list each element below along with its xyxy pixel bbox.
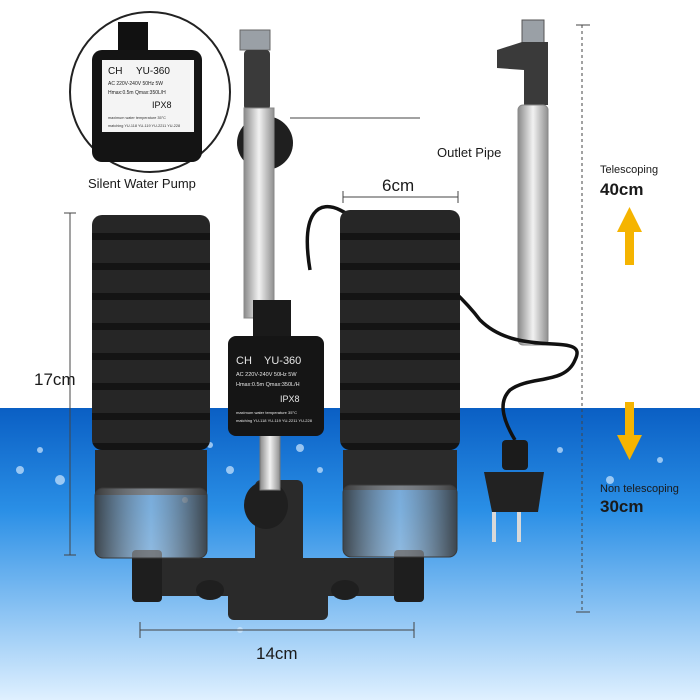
closeup-note-2: matching YU-118 YU-119 YU-2211 YU-228 <box>108 124 180 128</box>
right-sponge <box>340 210 460 558</box>
down-arrow-icon <box>617 402 642 460</box>
closeup-brand: CH <box>108 66 122 77</box>
dimension-lines <box>64 24 590 638</box>
outlet-pipe-loose <box>497 19 549 346</box>
pump-note-1: maximum water temperature 35°C <box>236 410 297 415</box>
closeup-model: YU-360 <box>136 66 170 77</box>
pump-model: YU-360 <box>264 355 301 367</box>
width-top-label: 6cm <box>382 176 415 195</box>
power-cord <box>305 204 579 441</box>
left-sponge <box>92 215 210 559</box>
height-label: 17cm <box>34 370 76 389</box>
pump-spec-1: AC 220V-240V 50Hz 5W <box>236 372 297 378</box>
pump-brand: CH <box>236 355 252 367</box>
closeup-spec-1: AC 220V-240V 50Hz 5W <box>108 81 163 87</box>
width-bottom-label: 14cm <box>256 644 298 663</box>
closeup-note-1: maximum water temperature 35°C <box>108 116 166 120</box>
pump-closeup-circle: CH YU-360 AC 220V-240V 50Hz 5W Hmax:0.5m… <box>69 11 231 173</box>
non-telescoping-label: Non telescoping <box>600 483 679 495</box>
up-arrow-icon <box>617 207 642 265</box>
pump-note-2: matching YU-118 YU-119 YU-2211 YU-228 <box>236 418 313 423</box>
closeup-rating: IPX8 <box>152 100 172 110</box>
telescoping-value: 40cm <box>600 180 644 199</box>
power-plug <box>484 440 544 542</box>
water-pump: CH YU-360 AC 220V-240V 50Hz 5W Hmax:0.5m… <box>228 300 324 436</box>
closeup-spec-2: Hmax:0.5m Qmax:350L/H <box>108 90 166 96</box>
lift-tube <box>239 29 281 491</box>
pump-callout-label: Silent Water Pump <box>88 176 196 191</box>
non-telescoping-value: 30cm <box>600 497 644 516</box>
telescoping-label: Telescoping <box>600 164 659 176</box>
pump-rating: IPX8 <box>280 394 300 404</box>
pump-spec-2: Hmax:0.5m Qmax:350L/H <box>236 382 300 388</box>
outlet-pipe-label: Outlet Pipe <box>437 145 502 160</box>
